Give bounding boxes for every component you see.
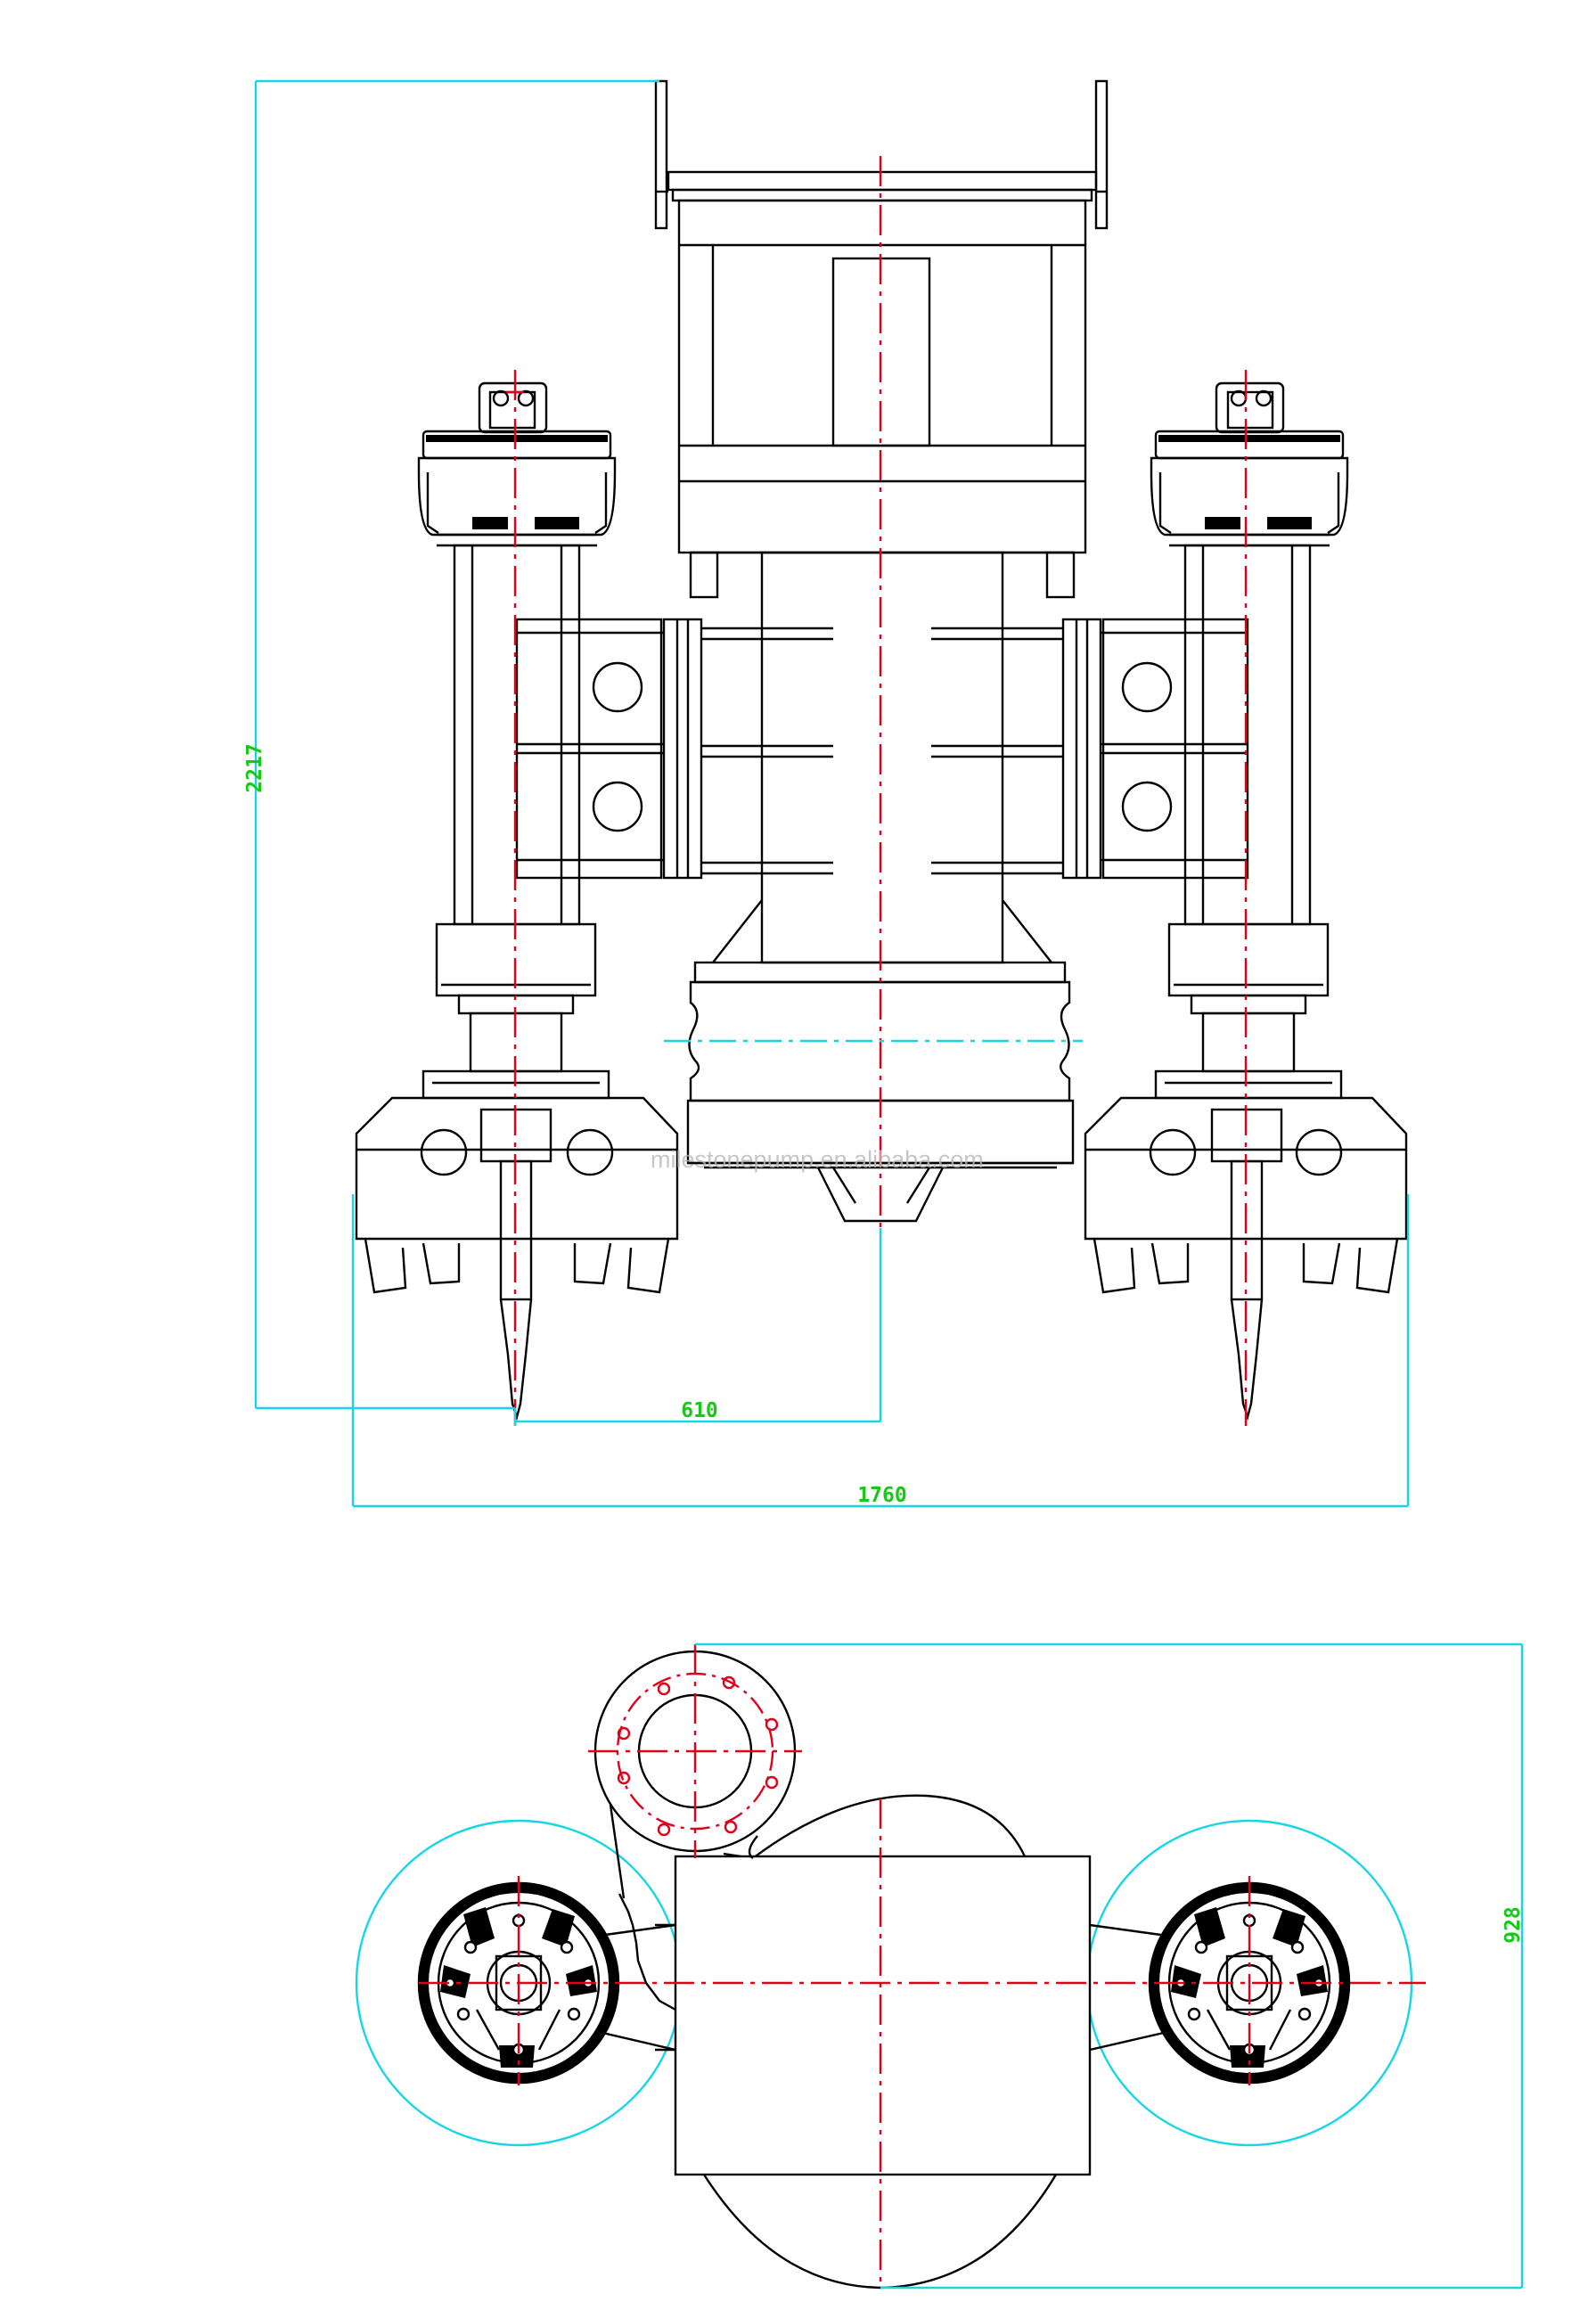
plan-dimensions bbox=[695, 1643, 1524, 2290]
pump-frame bbox=[677, 199, 1087, 599]
dimension-overall-height: 2217 bbox=[243, 743, 266, 792]
elevation-dimensions bbox=[254, 79, 1410, 1508]
elevation-centerlines bbox=[506, 156, 1248, 1426]
plan-centerlines bbox=[419, 1644, 1426, 2286]
dimension-overall-width: 1760 bbox=[857, 1484, 906, 1507]
right-hydraulic-motor bbox=[1150, 381, 1349, 547]
plan-view: 928 bbox=[355, 1643, 1525, 2290]
left-hydraulic-motor bbox=[417, 381, 617, 547]
left-support-bracket bbox=[515, 618, 833, 880]
right-support-bracket bbox=[931, 618, 1249, 880]
front-elevation-view: 2217 610 1760 milestonepump.en.alibaba.c… bbox=[243, 79, 1410, 1508]
dimension-center-offset: 610 bbox=[681, 1399, 718, 1422]
left-agitator-assembly bbox=[355, 381, 679, 1421]
pump-body-plan bbox=[674, 1855, 1092, 2176]
volute-outline bbox=[752, 1794, 1027, 1859]
dimension-plan-depth: 928 bbox=[1502, 1906, 1525, 1944]
watermark: milestonepump.en.alibaba.com bbox=[651, 1146, 984, 1173]
right-agitator-assembly bbox=[1084, 381, 1408, 1421]
